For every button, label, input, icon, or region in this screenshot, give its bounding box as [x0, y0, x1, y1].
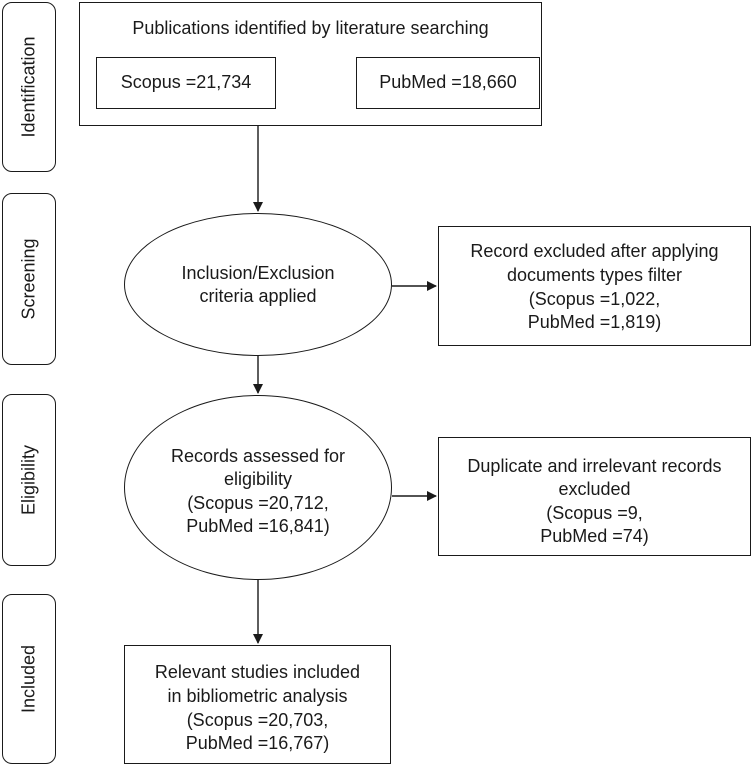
- dup-line4: PubMed =74): [540, 526, 649, 546]
- assessed-line3: (Scopus =20,712,: [187, 493, 329, 513]
- pubmed-count: PubMed =18,660: [379, 72, 517, 92]
- stage-eligibility-label: Eligibility: [18, 444, 39, 516]
- stage-included: Included: [2, 594, 56, 764]
- dup-line3: (Scopus =9,: [546, 503, 643, 523]
- criteria-applied-ellipse: Inclusion/Exclusion criteria applied: [124, 213, 392, 356]
- excluded-line2: documents types filter: [506, 265, 683, 285]
- criteria-line1: Inclusion/Exclusion: [181, 263, 335, 283]
- stage-identification-label: Identification: [18, 36, 39, 138]
- identification-box: Publications identified by literature se…: [79, 2, 542, 126]
- criteria-line2: criteria applied: [199, 286, 317, 306]
- scopus-count: Scopus =21,734: [120, 72, 252, 92]
- stage-included-label: Included: [18, 644, 39, 714]
- excluded-line3: (Scopus =1,022,: [528, 289, 661, 309]
- pubmed-count-box: PubMed =18,660: [356, 57, 540, 109]
- identification-title: Publications identified by literature se…: [132, 18, 489, 38]
- dup-line2: excluded: [558, 479, 631, 499]
- records-assessed-ellipse: Records assessed for eligibility (Scopus…: [124, 395, 392, 580]
- dup-line1: Duplicate and irrelevant records: [467, 456, 722, 476]
- included-line3: (Scopus =20,703,: [186, 710, 329, 730]
- assessed-line1: Records assessed for: [170, 446, 346, 466]
- excluded-line1: Record excluded after applying: [470, 241, 719, 261]
- assessed-line4: PubMed =16,841): [186, 516, 330, 536]
- stage-screening-label: Screening: [18, 238, 39, 320]
- included-line4: PubMed =16,767): [185, 733, 330, 753]
- included-studies-box: Relevant studies included in bibliometri…: [124, 645, 391, 764]
- scopus-count-box: Scopus =21,734: [96, 57, 276, 109]
- duplicates-excluded-box: Duplicate and irrelevant records exclude…: [438, 437, 751, 556]
- excluded-line4: PubMed =1,819): [527, 312, 662, 332]
- included-line1: Relevant studies included: [154, 662, 361, 682]
- assessed-line2: eligibility: [223, 469, 293, 489]
- excluded-doc-type-box: Record excluded after applying documents…: [438, 226, 751, 346]
- stage-identification: Identification: [2, 2, 56, 172]
- stage-eligibility: Eligibility: [2, 394, 56, 566]
- stage-screening: Screening: [2, 193, 56, 365]
- included-line2: in bibliometric analysis: [167, 686, 348, 706]
